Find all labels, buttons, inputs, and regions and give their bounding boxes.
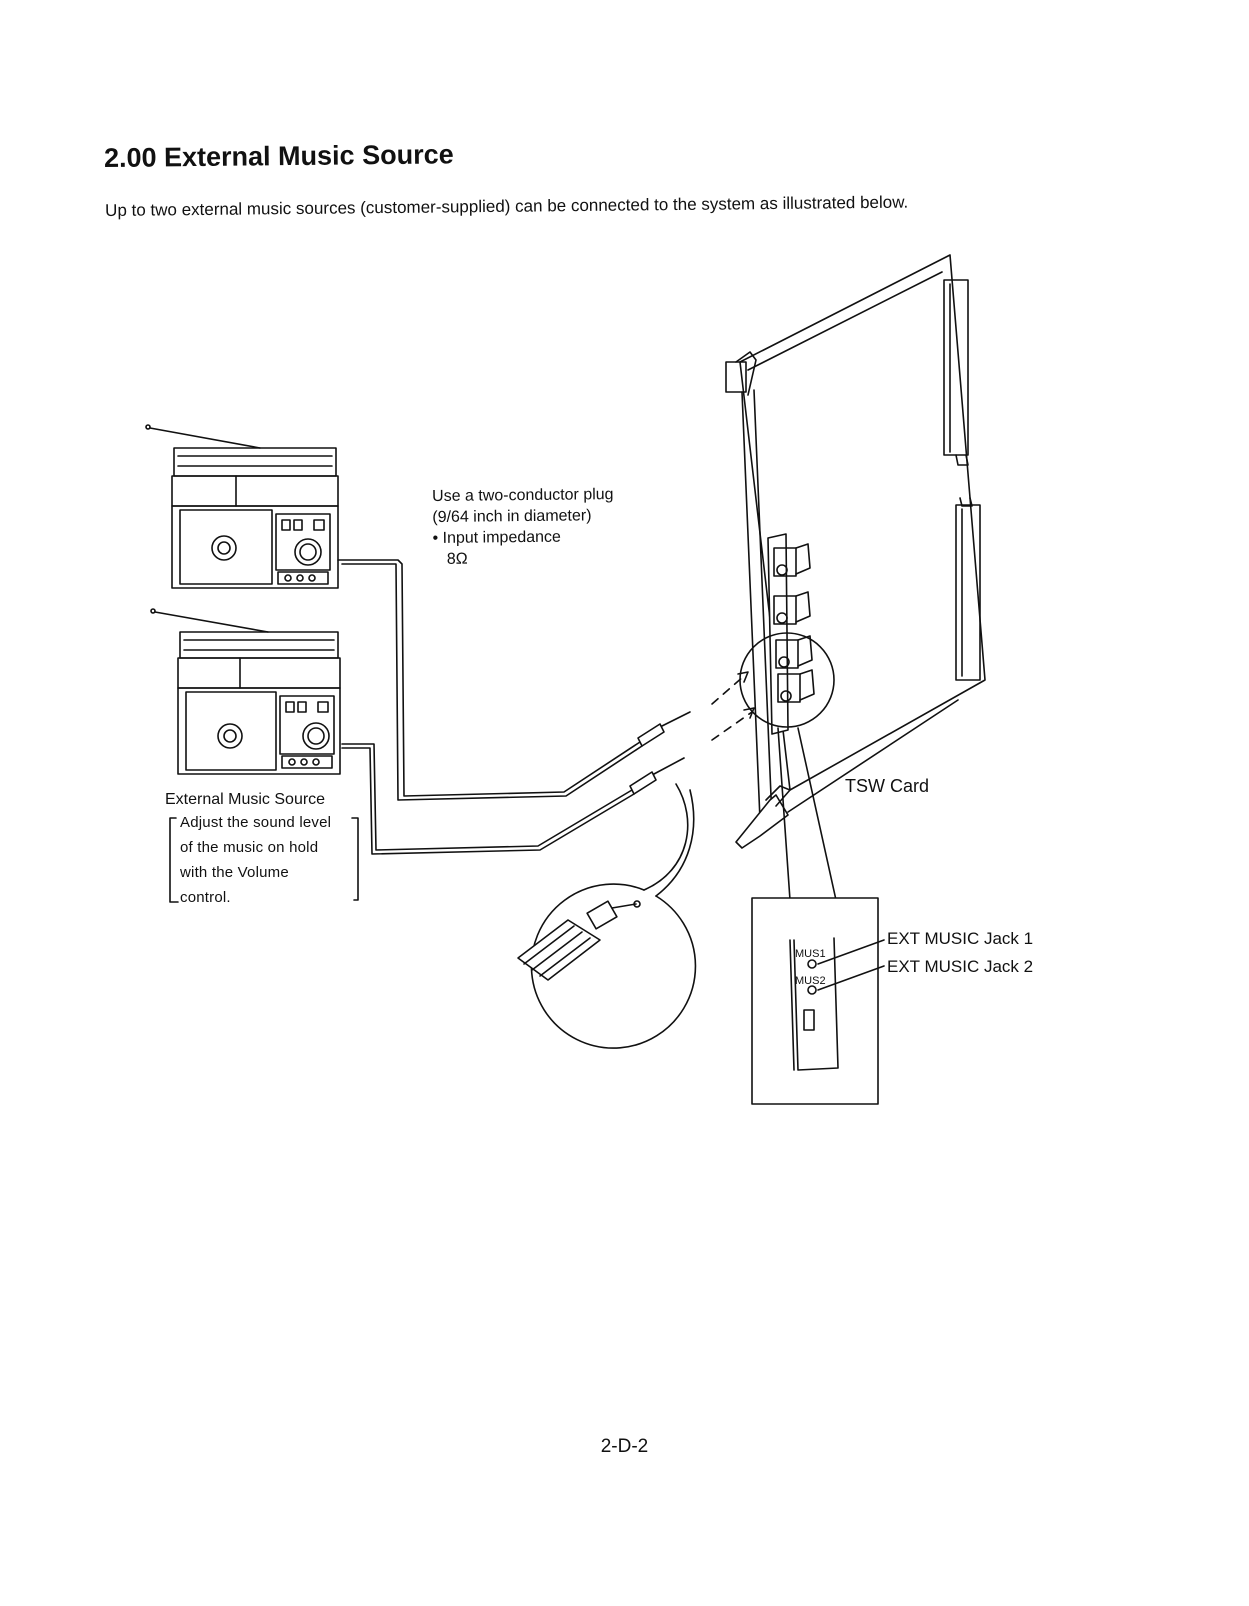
tsw-card-board [725, 254, 986, 849]
ext-music-jack2-label: EXT MUSIC Jack 2 [887, 957, 1034, 976]
page-number: 2-D-2 [600, 1436, 649, 1457]
audio-cables [337, 559, 755, 855]
mus2-mark: MUS2 [795, 975, 826, 987]
plug-closeup [517, 783, 697, 1049]
tsw-card-label: TSW Card [845, 776, 930, 796]
plug-note-line4: 8Ω [446, 550, 468, 568]
note-bracket [169, 817, 359, 903]
adjust-note-line2: of the music on hold [180, 839, 319, 856]
volume-adjust-note: Adjust the sound level of the music on h… [180, 810, 360, 910]
jack-panel-detail [751, 727, 885, 1105]
adjust-note-line4: control. [180, 889, 231, 906]
adjust-note-line1: Adjust the sound level [180, 814, 332, 831]
ext-music-jack1-label: EXT MUSIC Jack 1 [887, 929, 1034, 948]
plug-spec-note: Use a two-conductor plug (9/64 inch in d… [432, 484, 614, 570]
plug-note-line2: (9/64 inch in diameter) [432, 507, 592, 526]
external-music-source-label: External Music Source [165, 791, 326, 808]
mus1-mark: MUS1 [795, 948, 826, 960]
adjust-note-line3: with the Volume [180, 864, 289, 881]
plug-note-line3: • Input impedance [432, 528, 561, 547]
plug-note-line1: Use a two-conductor plug [432, 486, 614, 505]
radio-2 [150, 608, 341, 775]
radio-1 [145, 424, 339, 589]
